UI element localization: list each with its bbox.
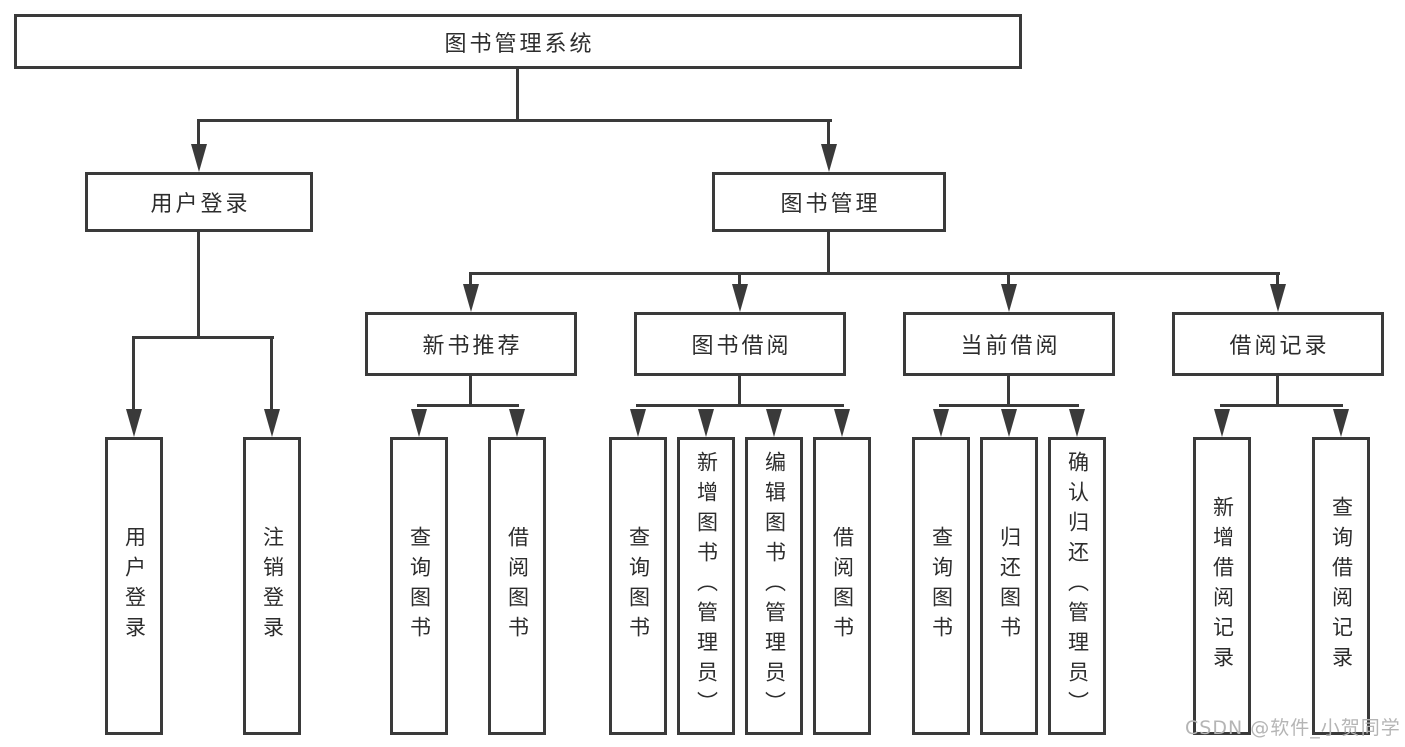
connector-stem xyxy=(469,374,472,406)
arrowhead xyxy=(463,284,479,312)
node-book-management: 图书管理 xyxy=(712,172,946,232)
node-library-management-system: 图书管理系统 xyxy=(14,14,1022,69)
connector-stem xyxy=(469,272,472,288)
connector-stem xyxy=(827,232,830,275)
connector-branch xyxy=(1220,404,1343,407)
connector-stem xyxy=(1276,374,1279,406)
leaf-query-borrow-record: 查询借阅记录 xyxy=(1312,437,1370,735)
arrowhead xyxy=(509,409,525,437)
arrowhead xyxy=(766,409,782,437)
node-new-book-recommendation: 新书推荐 xyxy=(365,312,577,376)
leaf-return-books: 归还图书 xyxy=(980,437,1038,735)
connector-stem xyxy=(738,374,741,406)
csdn-watermark: CSDN @软件_小贺同学 xyxy=(1185,717,1401,739)
arrowhead xyxy=(1214,409,1230,437)
arrowhead xyxy=(821,144,837,172)
arrowhead xyxy=(126,409,142,437)
connector-branch xyxy=(939,404,1079,407)
connector-stem xyxy=(738,272,741,288)
connector-stem xyxy=(1007,272,1010,288)
arrowhead xyxy=(933,409,949,437)
leaf-user-login: 用户登录 xyxy=(105,437,163,735)
connector-stem xyxy=(1276,272,1279,288)
leaf-query-books-current: 查询图书 xyxy=(912,437,970,735)
leaf-add-books-admin: 新增图书（管理员） xyxy=(677,437,735,735)
arrowhead xyxy=(264,409,280,437)
leaf-add-borrow-record: 新增借阅记录 xyxy=(1193,437,1251,735)
connector-stem xyxy=(197,119,200,147)
leaf-borrow-books-borrowing: 借阅图书 xyxy=(813,437,871,735)
connector-branch xyxy=(417,404,519,407)
leaf-borrow-books-recommend: 借阅图书 xyxy=(488,437,546,735)
connector-root-branch xyxy=(197,119,832,122)
leaf-query-books-recommend: 查询图书 xyxy=(390,437,448,735)
arrowhead xyxy=(630,409,646,437)
node-borrowing-records: 借阅记录 xyxy=(1172,312,1384,376)
leaf-logout: 注销登录 xyxy=(243,437,301,735)
connector-stem xyxy=(132,336,135,412)
leaf-query-books-borrowing: 查询图书 xyxy=(609,437,667,735)
arrowhead xyxy=(834,409,850,437)
arrowhead xyxy=(1001,409,1017,437)
connector-root-stem xyxy=(516,69,519,122)
connector-branch xyxy=(469,272,1280,275)
node-user-login: 用户登录 xyxy=(85,172,313,232)
connector-stem xyxy=(827,119,830,147)
arrowhead xyxy=(411,409,427,437)
arrowhead xyxy=(1333,409,1349,437)
arrowhead xyxy=(732,284,748,312)
arrowhead xyxy=(698,409,714,437)
leaf-edit-books-admin: 编辑图书（管理员） xyxy=(745,437,803,735)
connector-stem xyxy=(270,336,273,412)
arrowhead xyxy=(1270,284,1286,312)
connector-branch xyxy=(636,404,844,407)
arrowhead xyxy=(1001,284,1017,312)
connector-branch xyxy=(132,336,274,339)
connector-stem xyxy=(1007,374,1010,406)
arrowhead xyxy=(191,144,207,172)
connector-stem xyxy=(197,232,200,339)
arrowhead xyxy=(1069,409,1085,437)
node-current-borrowing: 当前借阅 xyxy=(903,312,1115,376)
leaf-confirm-return-admin: 确认归还（管理员） xyxy=(1048,437,1106,735)
node-book-borrowing: 图书借阅 xyxy=(634,312,846,376)
